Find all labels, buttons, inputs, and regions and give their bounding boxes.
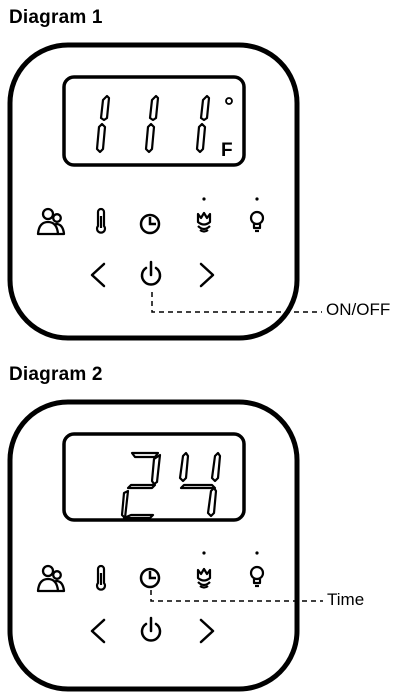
- diagram-1: F: [0, 0, 410, 345]
- lcd-digit: [195, 94, 211, 154]
- lcd-digit: [120, 451, 162, 520]
- clock-icon: [139, 567, 161, 589]
- left-chevron-icon: [90, 262, 106, 288]
- unit-label: F: [221, 140, 233, 161]
- tulip-icon: [196, 551, 212, 589]
- lcd-digit: [95, 94, 111, 154]
- clock-icon: [139, 213, 161, 235]
- lcd-digit: [144, 94, 160, 154]
- device-outline: [7, 42, 300, 341]
- power-icon: [140, 616, 162, 642]
- diagram-2: [0, 360, 410, 697]
- callout-leader-line: [150, 590, 323, 602]
- person-icon: [36, 207, 66, 236]
- thermometer-icon: [95, 207, 107, 234]
- diagram-2-title: Diagram 2: [9, 364, 103, 385]
- tulip-icon: [196, 197, 212, 233]
- right-chevron-icon: [199, 262, 215, 288]
- time-callout-label: Time: [327, 590, 365, 609]
- person-icon: [36, 564, 66, 593]
- on-off-callout-label: ON/OFF: [326, 300, 391, 319]
- callout-leader-line: [151, 292, 322, 313]
- bulb-icon: [249, 197, 265, 233]
- degree-symbol-icon: [225, 97, 233, 105]
- device-outline: [7, 399, 300, 692]
- power-icon: [140, 260, 162, 286]
- thermometer-icon: [95, 564, 107, 591]
- right-chevron-icon: [199, 618, 215, 644]
- left-chevron-icon: [90, 618, 106, 644]
- lcd-digit: [178, 451, 222, 518]
- bulb-icon: [249, 551, 265, 588]
- diagram-1-title: Diagram 1: [9, 7, 103, 28]
- lcd-display: [62, 432, 246, 522]
- lcd-display: [62, 75, 246, 167]
